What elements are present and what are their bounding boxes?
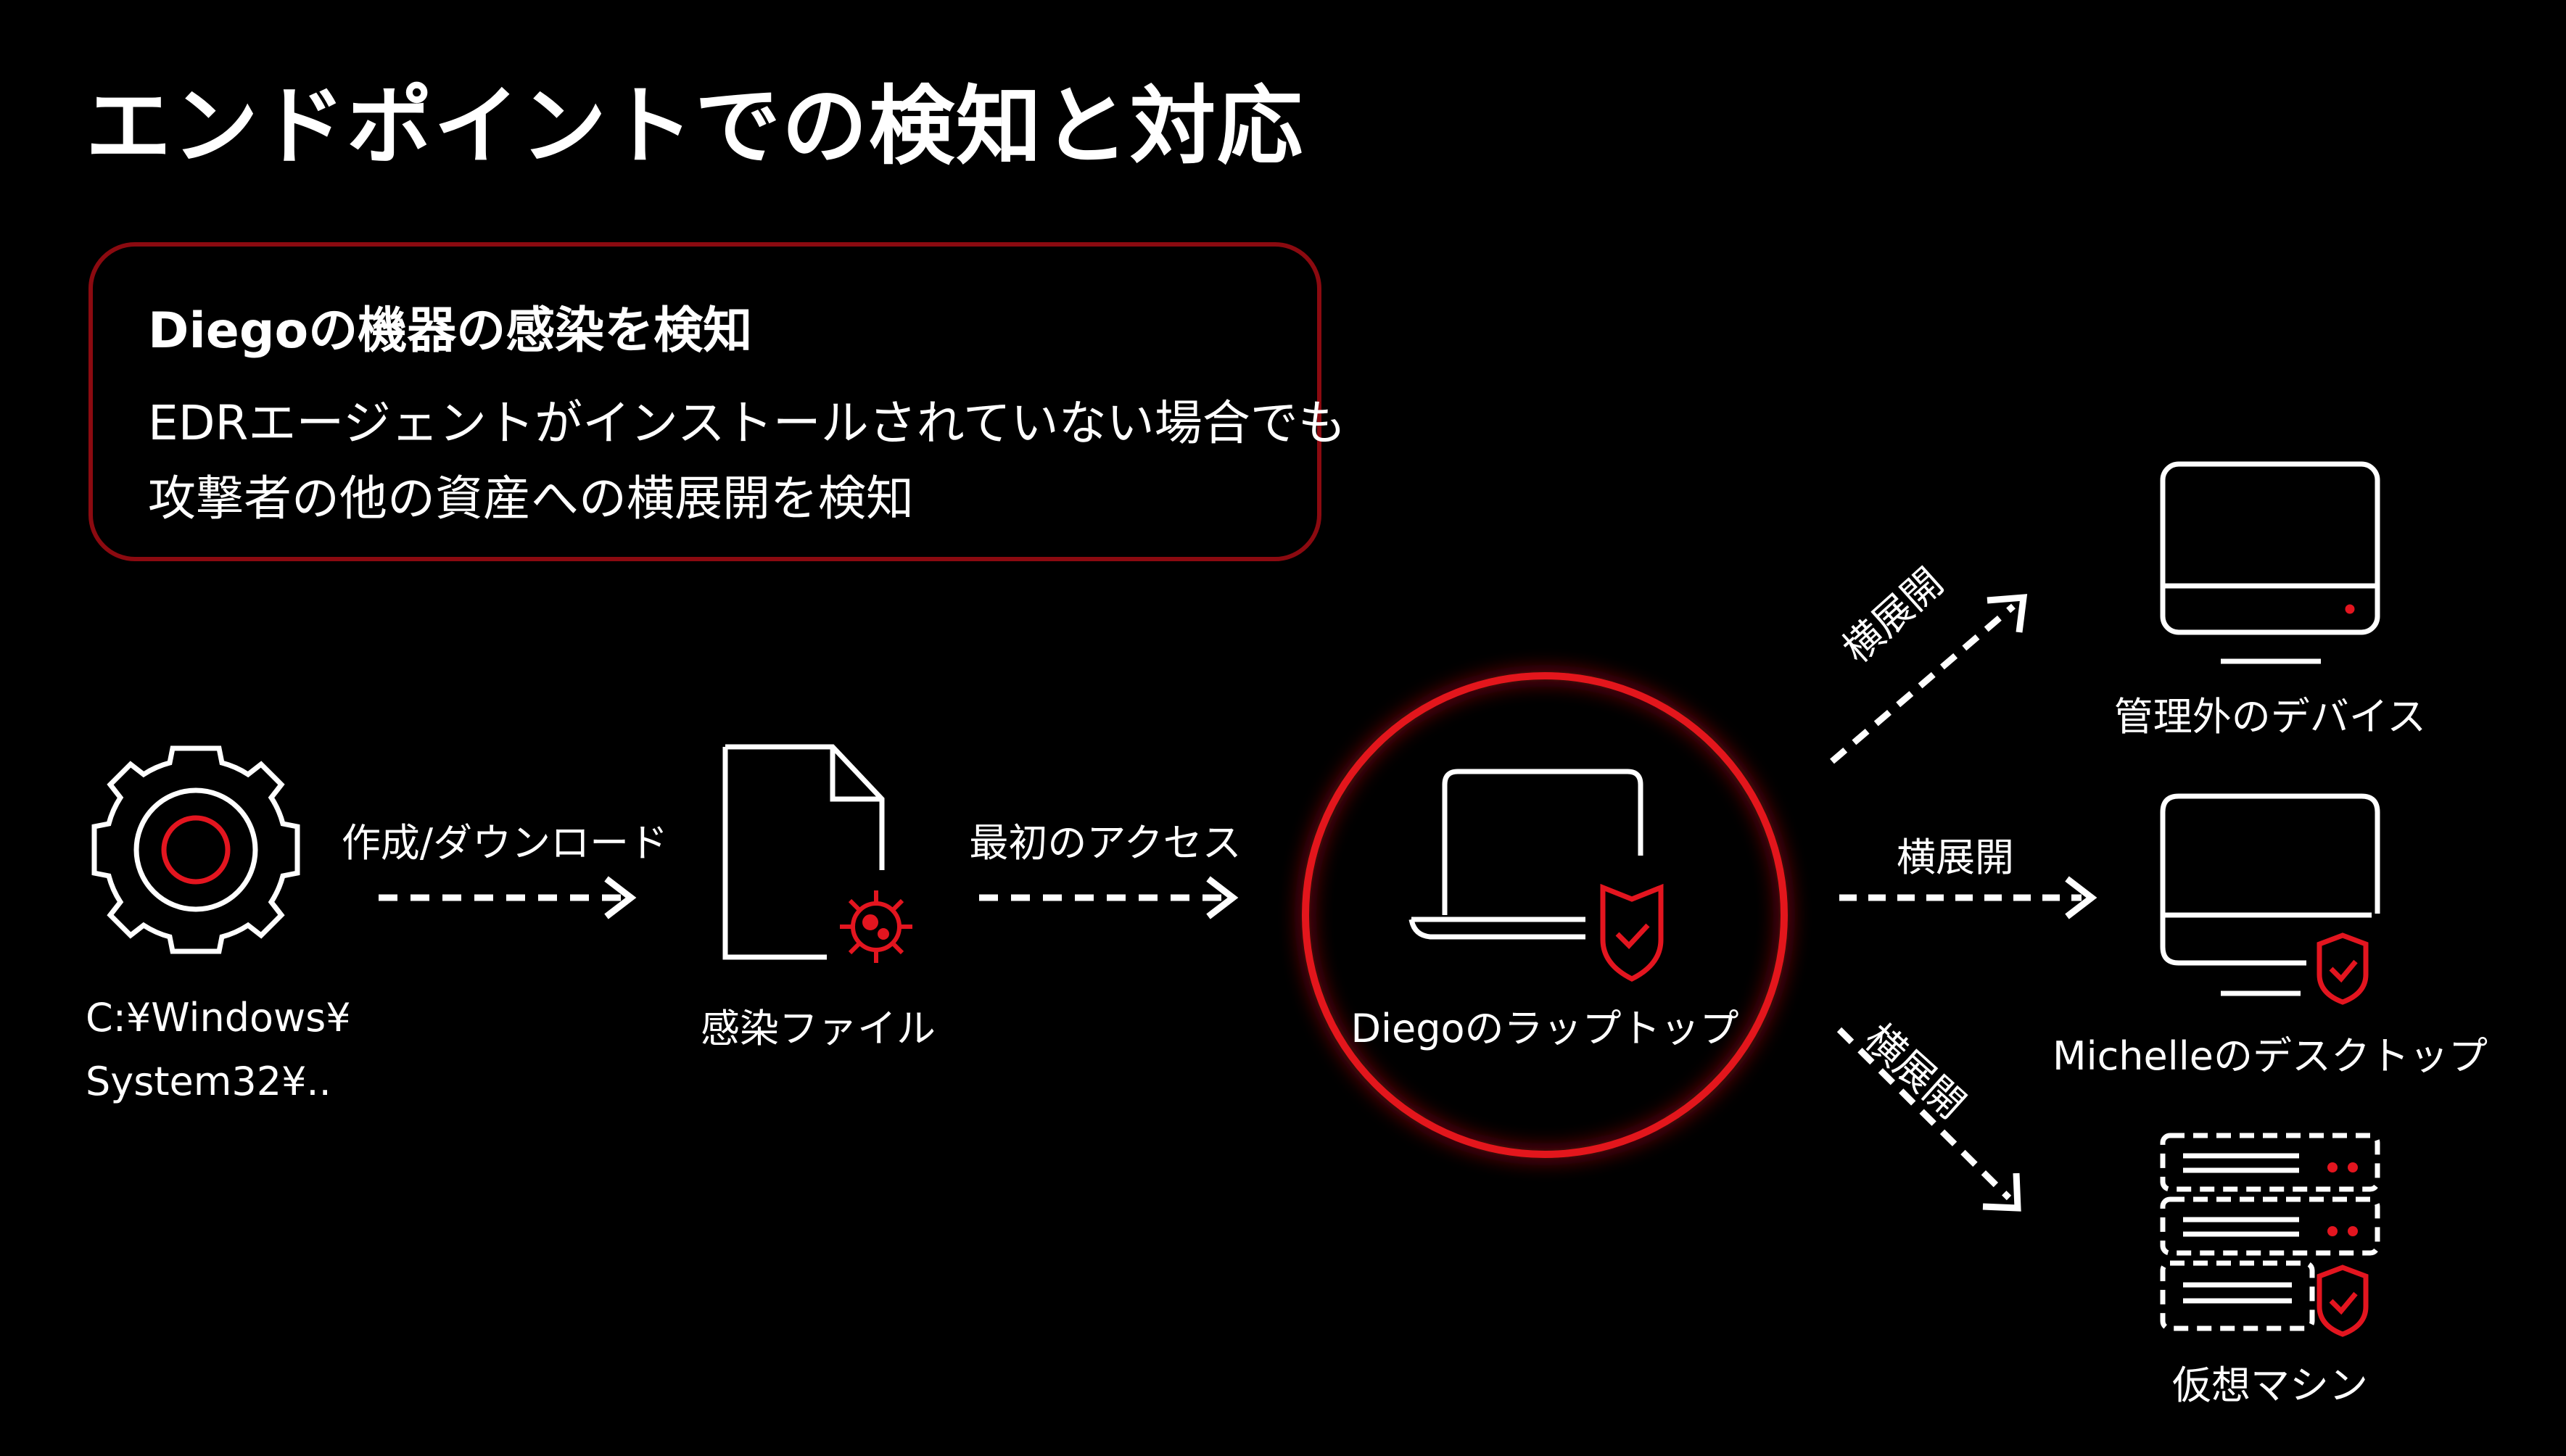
system-path-line-1: C:¥Windows¥ bbox=[86, 995, 351, 1041]
page-title: エンドポイントでの検知と対応 bbox=[86, 76, 1305, 176]
edge-label-download: 作成/ダウンロード bbox=[341, 820, 669, 866]
server-shield-icon bbox=[2160, 1133, 2380, 1337]
arrow-download bbox=[379, 876, 637, 919]
system-path-line-2: System32¥.. bbox=[86, 1059, 331, 1104]
edge-label-lateral-mid: 横展開 bbox=[1897, 835, 2014, 880]
highlight-ring bbox=[1302, 672, 1788, 1158]
desktop-label: Michelleのデスクトップ bbox=[2053, 1033, 2488, 1079]
callout-heading: Diegoの機器の感染を検知 bbox=[148, 302, 753, 360]
laptop-shield-icon bbox=[1408, 769, 1664, 982]
arrow-lateral-mid bbox=[1839, 876, 2097, 919]
arrow-access bbox=[979, 876, 1239, 919]
monitor-shield-icon bbox=[2160, 793, 2380, 1005]
file-label: 感染ファイル bbox=[701, 1006, 936, 1051]
arrow-lateral-up bbox=[1830, 594, 2028, 764]
unmanaged-device-label: 管理外のデバイス bbox=[2113, 694, 2427, 740]
vm-label: 仮想マシン bbox=[2172, 1362, 2368, 1408]
arrow-lateral-down bbox=[1836, 1027, 2021, 1212]
callout-box bbox=[88, 242, 1321, 561]
laptop-label: Diegoのラップトップ bbox=[1350, 1006, 1739, 1051]
callout-line-2: 攻撃者の他の資産への横展開を検知 bbox=[148, 471, 914, 526]
callout-line-1: EDRエージェントがインストールされていない場合でも bbox=[148, 395, 1346, 451]
edge-label-access: 最初のアクセス bbox=[969, 820, 1242, 866]
infected-file-icon bbox=[722, 744, 912, 963]
monitor-icon bbox=[2160, 461, 2380, 664]
gear-icon bbox=[91, 745, 300, 954]
